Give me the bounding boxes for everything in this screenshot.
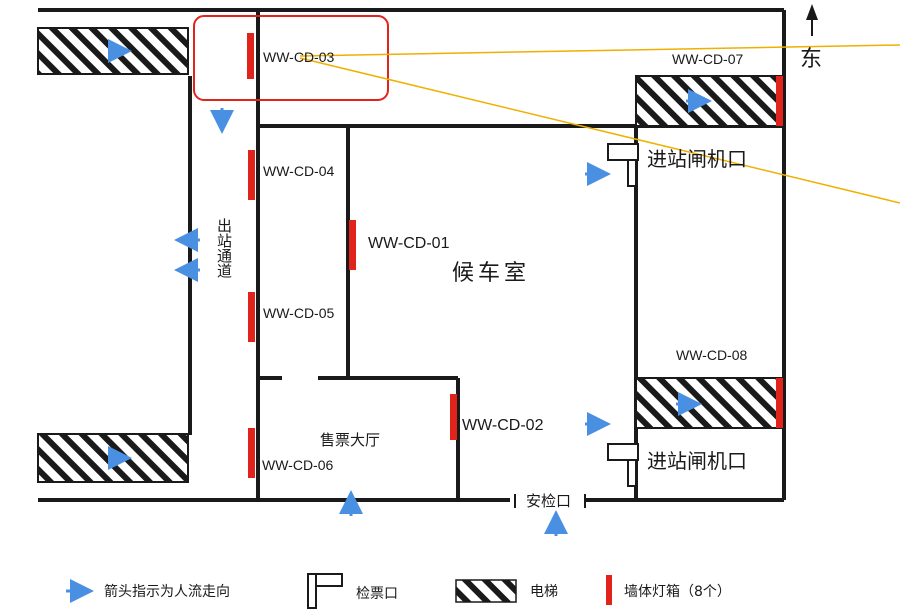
compass-label: 东 [800,47,822,72]
legend-arrow-label: 箭头指示为人流走向 [104,583,230,600]
lightboxes [247,33,783,478]
ticket-gate-bottom [607,443,639,487]
lightbox-label-08: WW-CD-08 [676,347,748,363]
security-check-marks [514,494,586,508]
lightbox-label-02: WW-CD-02 [462,417,544,434]
lightbox-label-06: WW-CD-06 [262,457,334,473]
callout-lines [299,44,900,204]
legend-lightbox-icon [606,575,612,605]
legend-ticket-check-label: 检票口 [356,586,398,602]
lightbox-03 [247,33,254,79]
lightbox-02 [450,394,457,440]
lightbox-label-07: WW-CD-07 [672,51,744,67]
lightbox-label-05: WW-CD-05 [263,305,335,321]
lightbox-05 [248,292,255,342]
legend-lightbox-label: 墙体灯箱（8个） [624,584,731,600]
escalator-top-right [635,75,783,127]
lightbox-04 [248,150,255,200]
lightbox-label-03: WW-CD-03 [263,49,335,65]
lightbox-label-04: WW-CD-04 [263,163,335,179]
gate-entrance-top-label: 进站闸机口 [647,147,747,171]
waiting-room-label: 候车室 [452,261,530,286]
lightbox-07 [776,76,783,126]
security-check-label: 安检口 [526,492,571,510]
flow-arrows [108,39,712,536]
compass: 东 [800,4,822,72]
legend-escalator-label: 电梯 [530,584,558,600]
lightbox-06 [248,428,255,478]
escalator-mid-right [635,377,783,429]
lightbox-08 [776,378,783,428]
ticket-gate-top [607,143,639,187]
exit-passage-label: 出站通道 [215,218,233,278]
ticket-gates [607,143,639,487]
lightbox-label-01: WW-CD-01 [368,235,450,252]
lightbox-01 [349,220,356,270]
highlight-box [193,15,389,101]
lightbox-labels: WW-CD-03 WW-CD-04 WW-CD-01 WW-CD-05 WW-C… [262,49,748,473]
room-labels: 候车室 售票大厅 出站通道 进站闸机口 进站闸机口 安检口 [215,147,747,510]
legend-escalator-icon [455,579,517,603]
escalators [37,27,783,483]
gate-entrance-bottom-label: 进站闸机口 [647,449,747,473]
legend: 箭头指示为人流走向 检票口 电梯 墙体灯箱（8个） [66,573,731,609]
walls [38,8,786,502]
legend-ticket-check-icon [307,573,343,609]
ticket-hall-label: 售票大厅 [320,431,380,449]
north-arrow-icon [806,4,818,20]
